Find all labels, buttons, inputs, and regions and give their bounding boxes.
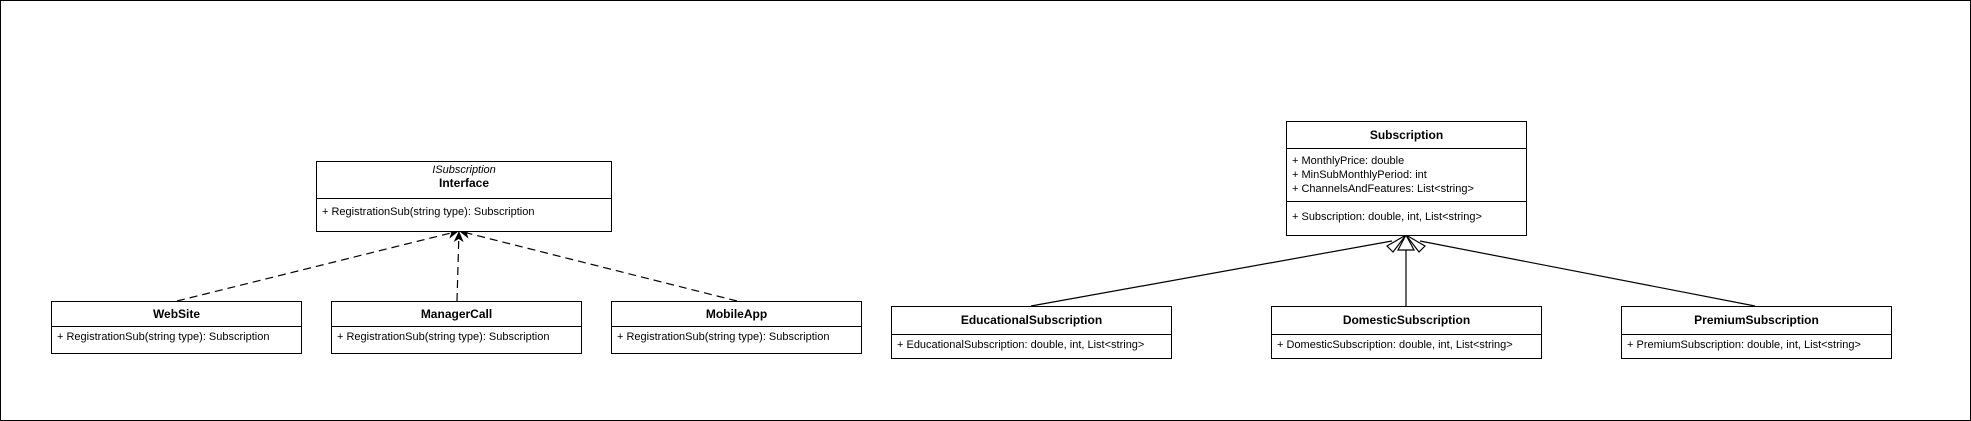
attribute-row: + MinSubMonthlyPeriod: int <box>1292 169 1427 181</box>
attribute-row: + MonthlyPrice: double <box>1292 155 1405 167</box>
methods-section: + Subscription: double, int, List<string… <box>1287 202 1526 227</box>
class-box-premium[interactable]: PremiumSubscription + PremiumSubscriptio… <box>1621 306 1892 359</box>
generalization-edge-educational <box>1030 240 1393 307</box>
class-box-website[interactable]: WebSite + RegistrationSub(string type): … <box>51 301 302 354</box>
realization-edge-managercall <box>453 230 464 302</box>
methods-section: + DomesticSubscription: double, int, Lis… <box>1272 335 1541 355</box>
methods-section: + RegistrationSub(string type): Subscrip… <box>332 327 581 347</box>
methods-section: + PremiumSubscription: double, int, List… <box>1622 335 1891 355</box>
class-header: WebSite <box>52 302 301 327</box>
class-box-domestic[interactable]: DomesticSubscription + DomesticSubscript… <box>1271 306 1542 359</box>
method-row: + RegistrationSub(string type): Subscrip… <box>322 206 535 218</box>
class-name: ManagerCall <box>420 307 493 321</box>
class-name: EducationalSubscription <box>960 313 1103 327</box>
class-header: ManagerCall <box>332 302 581 327</box>
method-row: + Subscription: double, int, List<string… <box>1292 211 1482 223</box>
class-header: DomesticSubscription <box>1272 307 1541 335</box>
methods-section: + RegistrationSub(string type): Subscrip… <box>612 327 861 347</box>
method-row: + RegistrationSub(string type): Subscrip… <box>337 331 550 343</box>
class-name: MobileApp <box>705 307 768 321</box>
class-box-interface[interactable]: ISubscription Interface + RegistrationSu… <box>316 161 612 232</box>
class-header: ISubscription Interface <box>317 162 611 199</box>
class-name: Subscription <box>1369 128 1444 142</box>
class-box-managercall[interactable]: ManagerCall + RegistrationSub(string typ… <box>331 301 582 354</box>
class-header: PremiumSubscription <box>1622 307 1891 335</box>
method-row: + PremiumSubscription: double, int, List… <box>1627 339 1861 351</box>
method-row: + EducationalSubscription: double, int, … <box>897 339 1145 351</box>
class-name: DomesticSubscription <box>1342 313 1471 327</box>
class-header: MobileApp <box>612 302 861 327</box>
method-row: + RegistrationSub(string type): Subscrip… <box>617 331 830 343</box>
stereotype-label: ISubscription <box>432 164 496 176</box>
attribute-row: + ChannelsAndFeatures: List<string> <box>1292 183 1474 195</box>
class-box-subscription[interactable]: Subscription + MonthlyPrice: double + Mi… <box>1286 121 1527 236</box>
generalization-edge-premium <box>1419 240 1756 307</box>
class-box-educational[interactable]: EducationalSubscription + EducationalSub… <box>891 306 1172 359</box>
class-box-mobileapp[interactable]: MobileApp + RegistrationSub(string type)… <box>611 301 862 354</box>
realization-edge-website <box>176 228 460 302</box>
methods-section: + RegistrationSub(string type): Subscrip… <box>317 199 611 222</box>
method-row: + RegistrationSub(string type): Subscrip… <box>57 331 270 343</box>
generalization-arrowhead-icon <box>1386 234 1407 253</box>
methods-section: + EducationalSubscription: double, int, … <box>892 335 1171 355</box>
class-header: Subscription <box>1287 122 1526 149</box>
class-name: WebSite <box>152 307 201 321</box>
methods-section: + RegistrationSub(string type): Subscrip… <box>52 327 301 347</box>
class-name: PremiumSubscription <box>1694 313 1819 327</box>
generalization-arrowhead-icon <box>1405 234 1426 253</box>
method-row: + DomesticSubscription: double, int, Lis… <box>1277 339 1513 351</box>
class-name: Interface <box>438 176 490 190</box>
class-header: EducationalSubscription <box>892 307 1171 335</box>
attributes-section: + MonthlyPrice: double + MinSubMonthlyPe… <box>1287 149 1526 202</box>
realization-edge-mobileapp <box>458 228 738 302</box>
generalization-arrowhead-icon <box>1397 233 1415 251</box>
